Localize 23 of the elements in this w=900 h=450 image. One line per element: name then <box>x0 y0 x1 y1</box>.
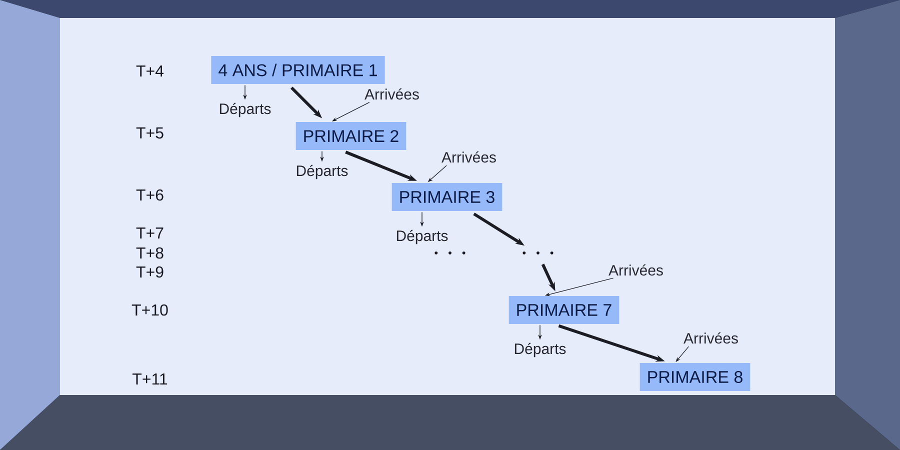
ellipsis-dots: • • • <box>434 251 466 254</box>
time-label: T+8 <box>136 247 164 259</box>
arrivals-label: Arrivées <box>442 151 496 163</box>
departures-label: Départs <box>396 230 448 244</box>
time-label: T+7 <box>136 228 164 238</box>
time-label: T+6 <box>136 189 164 201</box>
time-label: T+4 <box>136 66 164 76</box>
arrivals-label: Arrivées <box>364 88 419 100</box>
level-box: PRIMAIRE 7 <box>508 296 620 324</box>
level-box: PRIMAIRE 2 <box>296 122 406 150</box>
time-label: T+11 <box>132 374 168 384</box>
ellipsis-dots: • • • <box>522 251 554 254</box>
level-box: 4 ANS / PRIMAIRE 1 <box>211 56 385 84</box>
arrivals-label: Arrivées <box>608 264 663 276</box>
departures-label: Départs <box>514 342 566 358</box>
arrivals-label: Arrivées <box>684 332 738 344</box>
time-label: T+5 <box>136 127 164 139</box>
departures-label: Départs <box>220 102 271 118</box>
time-label: T+9 <box>136 266 164 278</box>
level-box: PRIMAIRE 8 <box>640 363 750 391</box>
time-label: T+10 <box>132 304 168 316</box>
departures-label: Départs <box>296 164 348 180</box>
level-box: PRIMAIRE 3 <box>392 183 502 211</box>
